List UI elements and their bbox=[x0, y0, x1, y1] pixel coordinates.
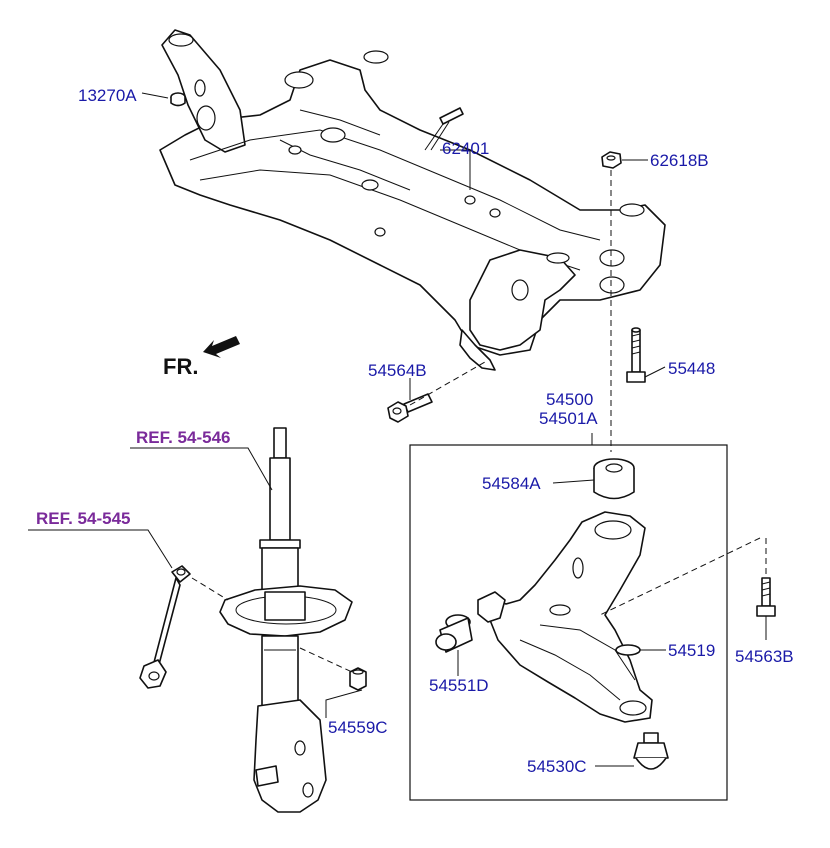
label-13270a: 13270A bbox=[78, 86, 137, 105]
label-54500: 54500 bbox=[546, 390, 593, 409]
lower-arm-assembly-box bbox=[409, 444, 728, 801]
label-54564b: 54564B bbox=[368, 361, 427, 380]
front-arrow-icon bbox=[203, 336, 240, 358]
front-direction-label: FR. bbox=[163, 354, 198, 379]
lower-control-arm bbox=[477, 511, 653, 723]
part-54584a-bushing bbox=[593, 458, 635, 500]
ref-label-54-545[interactable]: REF. 54-545 bbox=[36, 509, 131, 528]
front-direction-indicator: FR. bbox=[163, 336, 240, 379]
part-54564b-bolt bbox=[387, 393, 433, 423]
label-62618b: 62618B bbox=[650, 151, 709, 170]
part-54559c-nut bbox=[349, 667, 367, 691]
label-54584a: 54584A bbox=[482, 474, 541, 493]
label-54530c: 54530C bbox=[527, 757, 587, 776]
part-54519-ring bbox=[615, 644, 641, 656]
crossmember-subframe bbox=[159, 29, 666, 371]
label-54551d: 54551D bbox=[429, 676, 489, 695]
ref-label-54-546[interactable]: REF. 54-546 bbox=[136, 428, 231, 447]
label-54519: 54519 bbox=[668, 641, 715, 660]
label-62401: 62401 bbox=[442, 139, 489, 158]
label-54563b: 54563B bbox=[735, 647, 794, 666]
strut-assembly bbox=[219, 427, 353, 813]
alignment-line-54559c bbox=[299, 647, 353, 673]
label-55448: 55448 bbox=[668, 359, 715, 378]
alignment-line-54564b bbox=[409, 361, 486, 406]
stabilizer-link bbox=[139, 565, 191, 689]
part-13270a-grommet bbox=[170, 92, 186, 107]
part-54563b-bolt bbox=[756, 577, 776, 617]
part-54551d-bushing bbox=[435, 614, 473, 653]
leader-lines bbox=[28, 92, 767, 767]
label-54501a: 54501A bbox=[539, 409, 598, 428]
alignment-line-link bbox=[191, 577, 229, 601]
part-62618b-nut bbox=[601, 151, 622, 169]
label-54559c: 54559C bbox=[328, 718, 388, 737]
part-55448-bolt bbox=[626, 327, 646, 383]
part-54530c-ball-joint bbox=[633, 732, 669, 770]
